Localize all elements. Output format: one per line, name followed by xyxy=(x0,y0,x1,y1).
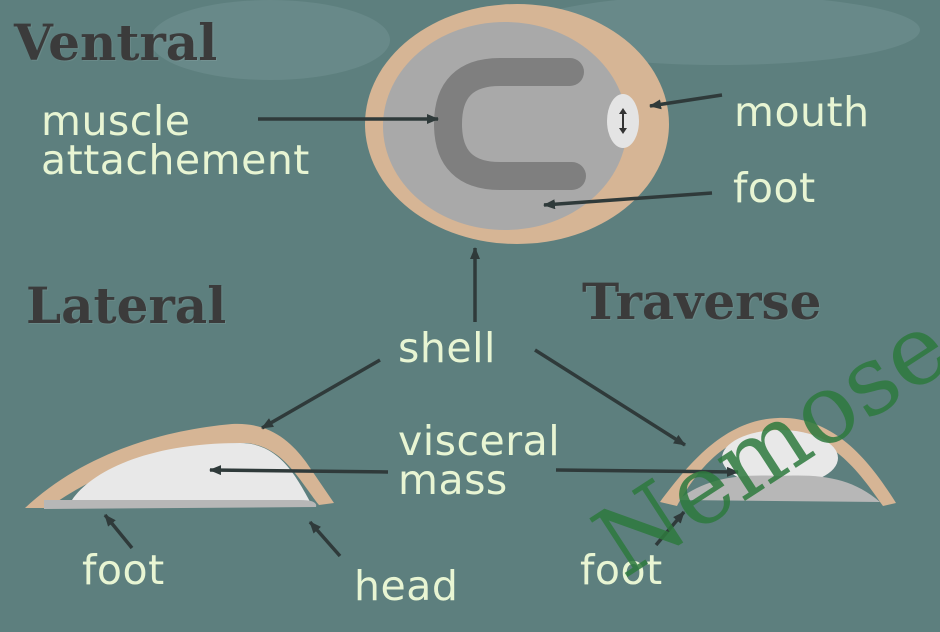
label-muscle-attachment: muscle attachement xyxy=(41,102,310,180)
arrow-foot-lateral xyxy=(105,515,132,548)
label-foot-ventral: foot xyxy=(733,168,816,209)
label-mouth: mouth xyxy=(734,92,870,133)
arrow-head xyxy=(310,522,340,556)
ventral-foot xyxy=(383,22,627,230)
label-head: head xyxy=(354,566,458,607)
label-shell: shell xyxy=(398,328,496,369)
heading-ventral: Ventral xyxy=(14,18,217,68)
heading-traverse: Traverse xyxy=(582,277,821,327)
heading-lateral: Lateral xyxy=(26,281,226,331)
lateral-foot xyxy=(44,500,316,509)
label-foot-lateral: foot xyxy=(82,550,165,591)
label-muscle-attachment-line2: attachement xyxy=(41,141,310,180)
label-visceral-mass: visceral mass xyxy=(398,422,560,500)
arrow-visceral-lateral xyxy=(210,470,388,472)
label-visceral-mass-line2: mass xyxy=(398,461,560,500)
lateral-view xyxy=(25,424,334,509)
arrow-shell-lateral xyxy=(262,360,380,428)
ventral-view xyxy=(365,4,669,244)
